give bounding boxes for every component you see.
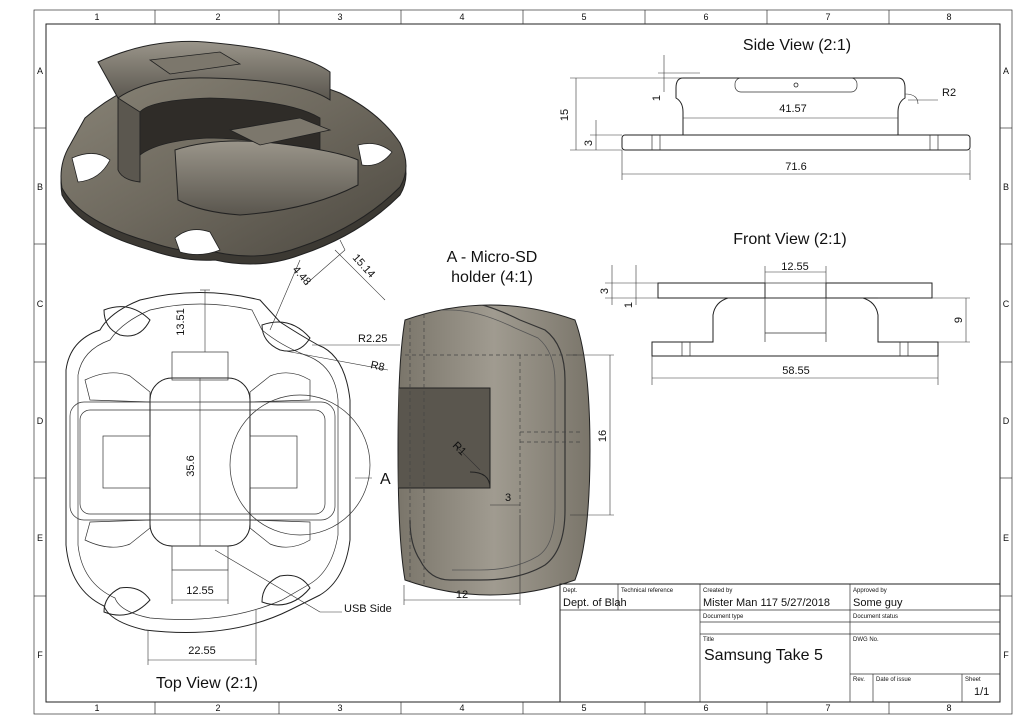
tb-docstatus-label: Document status	[853, 614, 898, 620]
dim-35-6: 35.6	[185, 455, 197, 476]
tb-dept-value: Dept. of Blah	[563, 597, 627, 609]
col-8-b: 8	[946, 703, 951, 713]
col-6-b: 6	[703, 703, 708, 713]
col-2-b: 2	[215, 703, 220, 713]
dim-13-51: 13.51	[175, 308, 187, 336]
row-a-r: A	[1003, 66, 1009, 76]
zone-columns-bottom: 1 2 3 4 5 6 7 8	[94, 703, 951, 713]
row-a: A	[37, 66, 43, 76]
dim-3-front: 3	[599, 288, 611, 294]
tb-created-label: Created by	[703, 588, 732, 594]
col-1: 1	[94, 12, 99, 22]
tb-sheet-label: Sheet	[965, 677, 981, 683]
tb-sheet-value: 1/1	[974, 686, 989, 698]
front-view	[605, 265, 970, 385]
col-2: 2	[215, 12, 220, 22]
dim-58-55: 58.55	[782, 365, 810, 377]
detail-title-line1: A - Micro-SD	[447, 249, 538, 266]
col-3: 3	[337, 12, 342, 22]
isometric-render	[60, 40, 407, 265]
col-7-b: 7	[825, 703, 830, 713]
dim-r8: R8	[369, 359, 385, 374]
col-8: 8	[946, 12, 951, 22]
col-5: 5	[581, 12, 586, 22]
row-c-r: C	[1003, 299, 1010, 309]
zone-columns-top: 1 2 3 4 5 6 7 8	[94, 12, 951, 22]
dim-r2: R2	[942, 87, 956, 99]
tb-date-label: Date of issue	[876, 677, 912, 683]
tb-approved-label: Approved by	[853, 588, 887, 594]
tb-title-value: Samsung Take 5	[704, 647, 823, 664]
tb-approved-value: Some guy	[853, 597, 903, 609]
dim-1-front: 1	[623, 302, 635, 308]
top-view	[65, 239, 400, 665]
zone-ticks	[34, 10, 1012, 714]
usb-side-note: USB Side	[344, 603, 392, 615]
dim-71-6: 71.6	[785, 161, 806, 173]
col-3-b: 3	[337, 703, 342, 713]
dim-12: 12	[456, 589, 468, 601]
dim-12-55-front: 12.55	[781, 261, 809, 273]
col-4: 4	[459, 12, 464, 22]
tb-doctype-label: Document type	[703, 614, 744, 620]
dim-3-detail: 3	[505, 492, 511, 504]
tb-created-value: Mister Man 117 5/27/2018	[703, 597, 830, 609]
row-d-r: D	[1003, 416, 1010, 426]
col-7: 7	[825, 12, 830, 22]
row-f: F	[37, 650, 43, 660]
row-e-r: E	[1003, 533, 1009, 543]
zone-rows-left: A B C D E F	[37, 66, 44, 660]
dim-1-side: 1	[651, 95, 663, 101]
dim-3-side: 3	[583, 140, 595, 146]
zone-rows-right: A B C D E F	[1003, 66, 1010, 660]
row-f-r: F	[1003, 650, 1009, 660]
detail-marker-a: A	[380, 471, 391, 488]
row-d: D	[37, 416, 44, 426]
tb-dwg-label: DWG No.	[853, 637, 879, 643]
side-view	[570, 55, 971, 180]
dim-16: 16	[597, 430, 609, 442]
side-view-title: Side View (2:1)	[743, 37, 851, 54]
detail-title-line2: holder (4:1)	[451, 269, 533, 286]
dim-12-55-top: 12.55	[186, 585, 214, 597]
dim-15-14: 15.14	[350, 252, 377, 280]
row-c: C	[37, 299, 44, 309]
col-6: 6	[703, 12, 708, 22]
dim-9: 9	[953, 317, 965, 323]
tb-techref-label: Technical reference	[621, 588, 674, 594]
row-e: E	[37, 533, 43, 543]
col-5-b: 5	[581, 703, 586, 713]
front-view-title: Front View (2:1)	[733, 231, 847, 248]
tb-rev-label: Rev.	[853, 677, 865, 683]
col-4-b: 4	[459, 703, 464, 713]
dim-41-57: 41.57	[779, 103, 807, 115]
tb-title-label: Title	[703, 637, 715, 643]
col-1-b: 1	[94, 703, 99, 713]
detail-view-a	[397, 304, 614, 605]
dim-r2-25: R2.25	[358, 333, 387, 345]
tb-dept-label: Dept.	[563, 588, 578, 594]
row-b: B	[37, 182, 43, 192]
title-block	[559, 583, 1001, 703]
top-view-title: Top View (2:1)	[156, 675, 258, 692]
dim-22-55: 22.55	[188, 645, 216, 657]
dim-15: 15	[559, 109, 571, 121]
row-b-r: B	[1003, 182, 1009, 192]
